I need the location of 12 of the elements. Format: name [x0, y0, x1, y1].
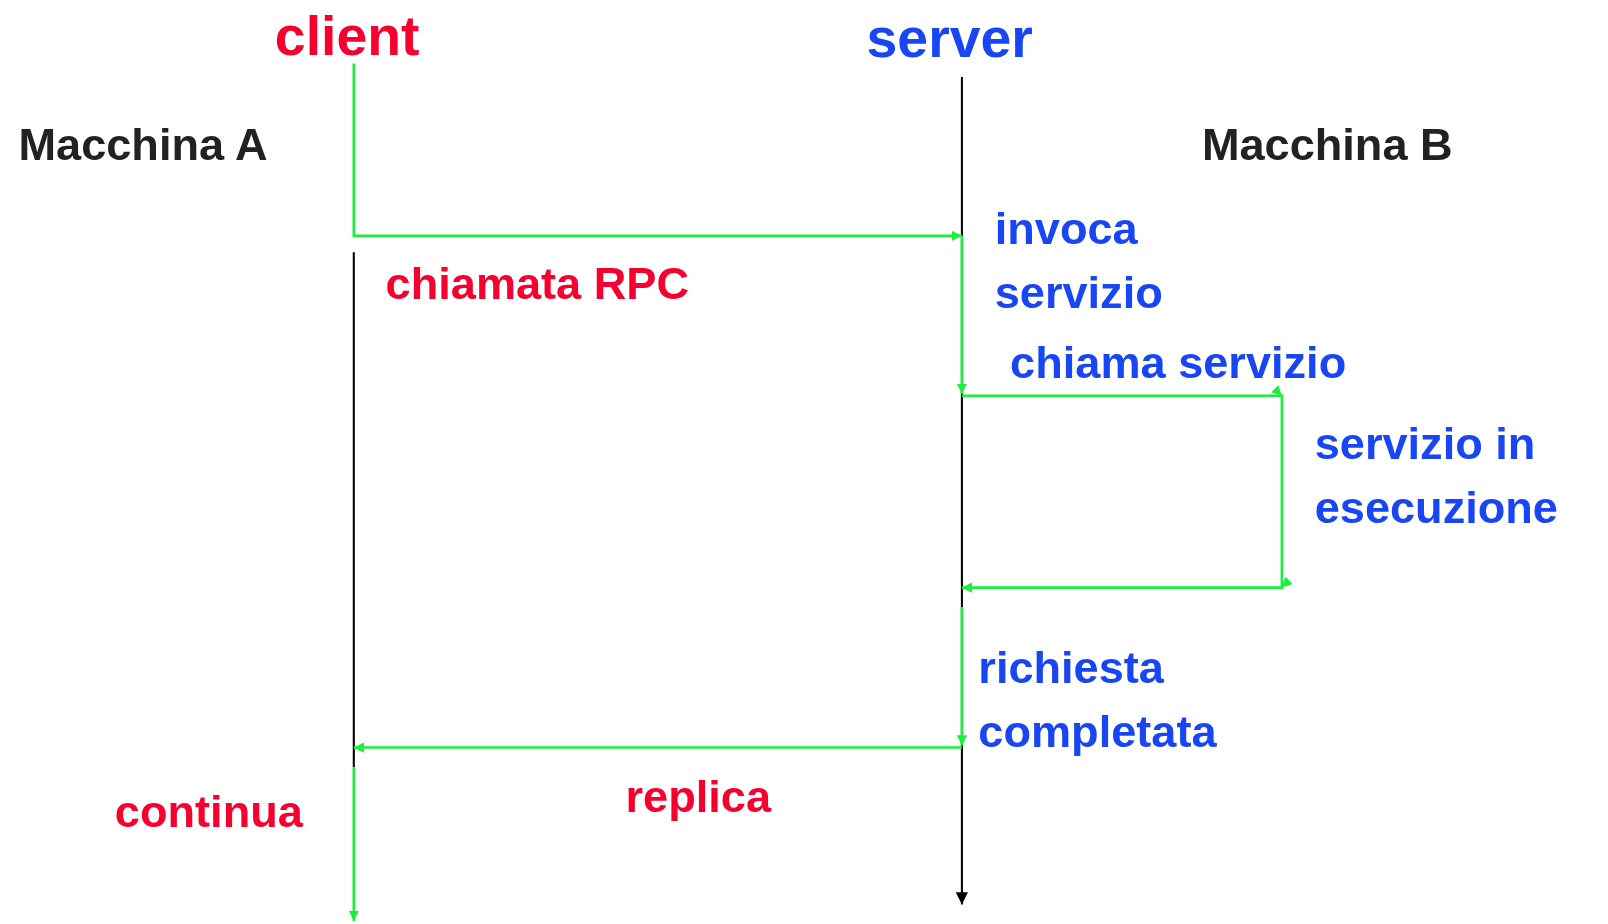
arrow	[352, 63, 962, 241]
step-label: chiama servizio	[1010, 336, 1347, 390]
machine-label: Macchina B	[1201, 117, 1453, 172]
arrow	[353, 742, 962, 753]
arrow	[348, 767, 359, 921]
step-label: servizio in esecuzione	[1314, 417, 1559, 535]
machine-label: Macchina A	[18, 117, 268, 172]
lifeline-title: client	[274, 4, 420, 68]
step-label: richiesta completata	[978, 640, 1218, 758]
arrow	[961, 385, 1292, 593]
lifeline-title: server	[866, 6, 1033, 70]
step-label: continua	[114, 784, 303, 838]
